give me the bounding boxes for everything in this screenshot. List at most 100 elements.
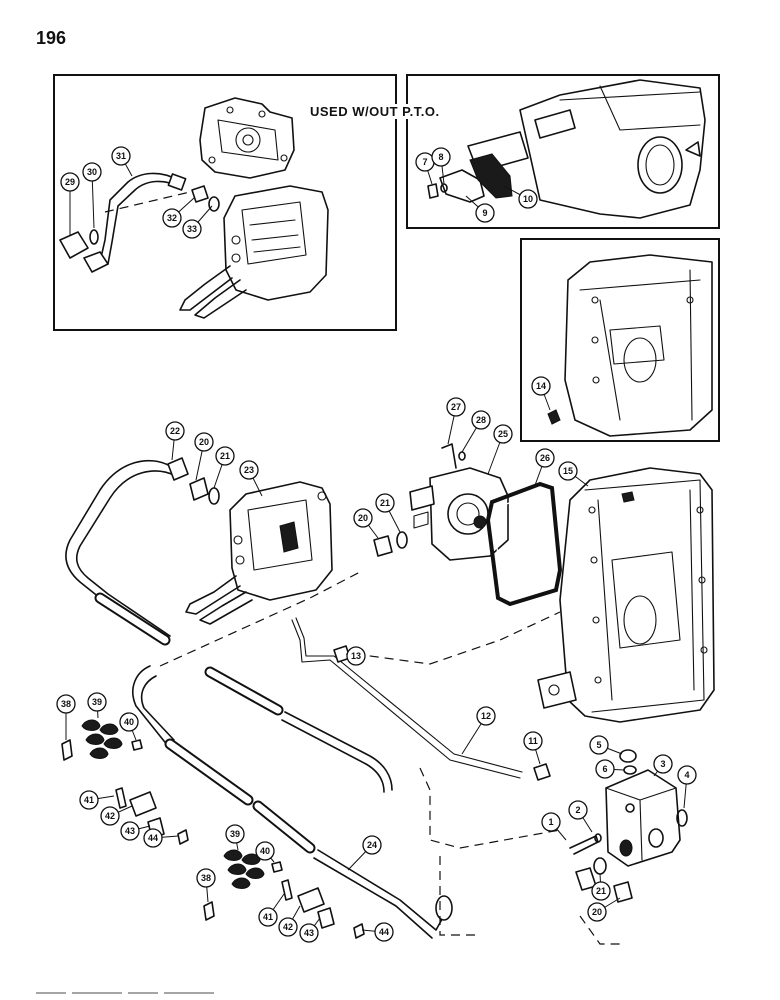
callout-c5: 5 [589, 735, 623, 755]
callout-c31: 31 [111, 146, 133, 177]
callout-c6: 6 [595, 759, 625, 779]
callout-circle [79, 790, 99, 810]
callout-c43b: 43 [299, 917, 321, 943]
callout-number: 20 [199, 437, 209, 447]
callout-circle [196, 868, 216, 888]
callout-circle [475, 203, 495, 223]
callout-number: 33 [187, 224, 197, 234]
callout-circle [165, 421, 185, 441]
callout-c7: 7 [415, 152, 435, 185]
inset-valve-assembly [59, 97, 329, 319]
callout-c43a: 43 [120, 821, 151, 841]
callout-number: 43 [125, 826, 135, 836]
callout-c29: 29 [60, 172, 80, 236]
callout-circle [239, 460, 259, 480]
callout-circle [100, 806, 120, 826]
callout-c20b: 20 [353, 508, 379, 539]
callout-c27: 27 [446, 397, 466, 445]
callout-c3: 3 [653, 754, 673, 777]
callout-circle [587, 902, 607, 922]
callout-c20c: 20 [587, 897, 621, 922]
inset-cover-plate [427, 79, 706, 219]
callout-number: 44 [379, 927, 389, 937]
callout-number: 5 [596, 740, 601, 750]
callout-circle [568, 800, 588, 820]
callout-circle [119, 712, 139, 732]
callout-circle [60, 172, 80, 192]
inset-frame-top-right [406, 74, 720, 229]
callout-number: 8 [438, 152, 443, 162]
callout-circle [143, 828, 163, 848]
callout-c33: 33 [182, 205, 213, 239]
callout-c13: 13 [345, 646, 366, 666]
callout-number: 28 [476, 415, 486, 425]
callout-c41b: 41 [258, 893, 285, 927]
control-valve [185, 481, 333, 625]
callout-c21c: 21 [591, 873, 611, 901]
callout-c23: 23 [239, 460, 263, 497]
callout-c30: 30 [82, 162, 102, 229]
callout-number: 4 [684, 770, 689, 780]
inset-note: USED W/OUT P.T.O. [308, 104, 442, 119]
callout-c8: 8 [431, 147, 451, 185]
callout-circle [299, 923, 319, 943]
callout-c39a: 39 [87, 692, 107, 719]
callout-circle [362, 835, 382, 855]
callout-c44a: 44 [143, 828, 179, 848]
callout-circle [591, 881, 611, 901]
callout-circle [476, 706, 496, 726]
callout-c22: 22 [165, 421, 185, 461]
callout-c26: 26 [533, 448, 555, 489]
callout-circle [431, 147, 451, 167]
callout-c42a: 42 [100, 805, 133, 826]
callout-circle [375, 493, 395, 513]
callout-circle [595, 759, 615, 779]
callout-c38b: 38 [196, 868, 216, 903]
inset-frame-top-left [53, 74, 397, 331]
callout-number: 10 [523, 194, 533, 204]
callout-number: 14 [536, 381, 546, 391]
callout-number: 21 [596, 886, 606, 896]
callout-number: 11 [528, 736, 538, 746]
callout-circle [182, 219, 202, 239]
callout-circle [653, 754, 673, 774]
callout-number: 38 [201, 873, 211, 883]
callout-c44b: 44 [361, 922, 394, 942]
callout-c21a: 21 [213, 446, 235, 489]
callout-number: 23 [244, 465, 254, 475]
callout-circle [255, 841, 275, 861]
callout-circle [523, 731, 543, 751]
callout-c15: 15 [558, 461, 589, 487]
callout-number: 29 [65, 177, 75, 187]
callout-number: 1 [548, 817, 553, 827]
callout-number: 6 [602, 764, 607, 774]
callout-circle [215, 446, 235, 466]
callout-c14: 14 [531, 376, 551, 411]
pump-gasket [485, 481, 563, 607]
callout-c1: 1 [541, 812, 567, 841]
callout-circle [353, 508, 373, 528]
callout-c10: 10 [503, 185, 538, 209]
callout-c41a: 41 [79, 790, 115, 810]
callout-circle [82, 162, 102, 182]
callout-circle [56, 694, 76, 714]
transmission-housing [537, 467, 715, 723]
callout-c21b: 21 [375, 493, 401, 533]
callout-circle [225, 824, 245, 844]
callout-circle [258, 907, 278, 927]
callout-circle [346, 646, 366, 666]
callout-number: 40 [124, 717, 134, 727]
callout-number: 30 [87, 167, 97, 177]
callout-c28: 28 [461, 410, 491, 453]
callout-number: 9 [482, 208, 487, 218]
callout-number: 42 [283, 922, 293, 932]
callout-circle [446, 397, 466, 417]
callout-number: 20 [358, 513, 368, 523]
callout-c9: 9 [465, 195, 495, 223]
callout-number: 7 [422, 157, 427, 167]
callout-c32: 32 [162, 197, 195, 228]
callout-c42b: 42 [278, 905, 301, 937]
callout-circle [120, 821, 140, 841]
callout-c12: 12 [461, 706, 496, 755]
